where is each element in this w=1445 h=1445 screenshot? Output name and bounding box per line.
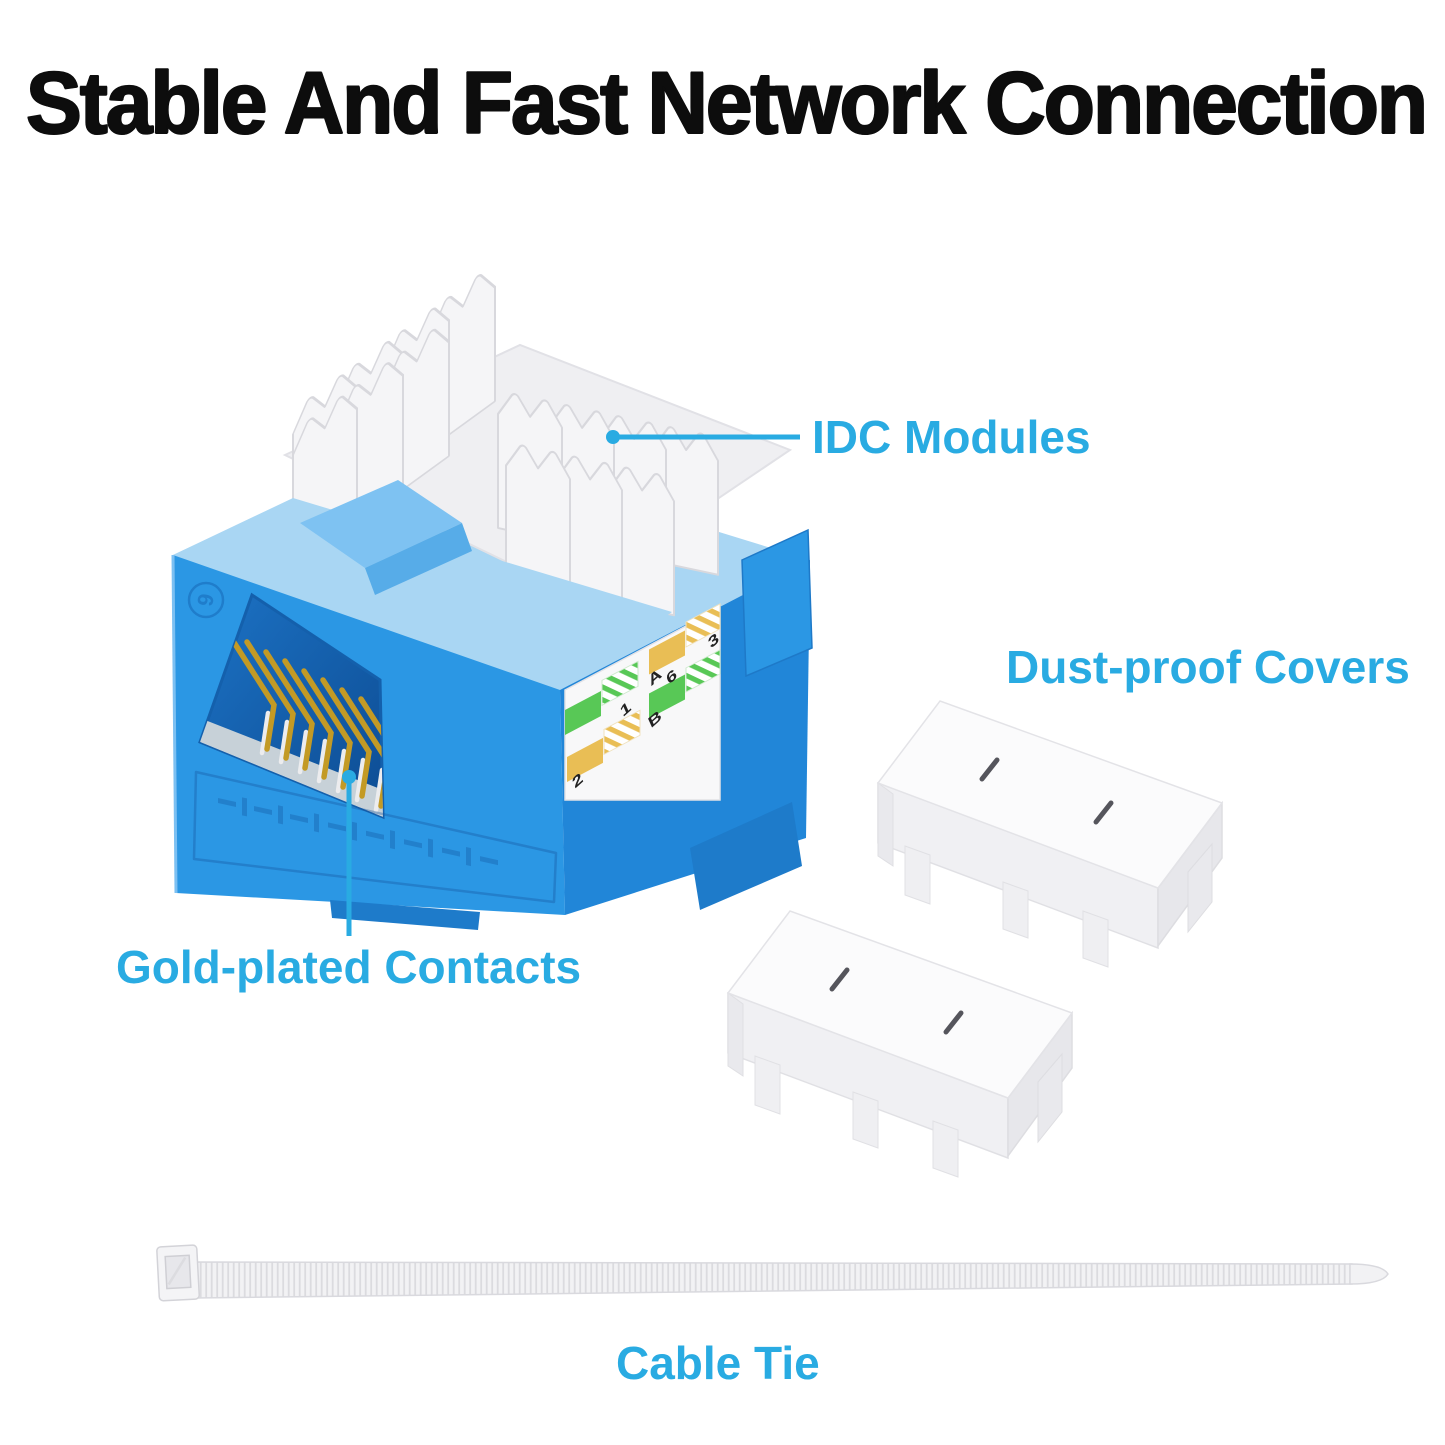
- cable-tie-illustration: [156, 1244, 1389, 1302]
- rj45-port: [198, 592, 385, 820]
- callout-gold-contacts-line: [342, 770, 356, 936]
- jack-top-tab: [300, 480, 462, 568]
- label-cable-tie: Cable Tie: [616, 1337, 820, 1389]
- svg-text:6: 6: [192, 592, 219, 608]
- emboss-brand-band: [192, 770, 558, 904]
- label-gold-plated-contacts: Gold-plated Contacts: [116, 941, 582, 993]
- dust-cover-2: [728, 911, 1072, 1177]
- jack-bottom-foot: [330, 900, 480, 930]
- callout-dot-idc: [606, 430, 620, 444]
- cable-tie-strap: [195, 1261, 1353, 1299]
- callout-idc-modules-line: [606, 430, 800, 444]
- jack-top-band: [173, 498, 672, 698]
- label-idc-modules: IDC Modules: [812, 411, 1091, 463]
- page-title: Stable And Fast Network Connection: [25, 52, 1428, 153]
- cable-tie-tip: [1349, 1263, 1389, 1285]
- label-dust-proof-covers: Dust-proof Covers: [1006, 641, 1410, 693]
- keystone-jack-illustration: 6: [171, 262, 813, 930]
- dust-cover-1: [878, 701, 1222, 967]
- callout-dot-gold: [342, 770, 356, 784]
- gold-contacts: [200, 630, 383, 817]
- jack-bottom-fin: [690, 802, 802, 910]
- jack-side-clip: [741, 528, 813, 678]
- jack-top-tab-bevel: [365, 523, 472, 595]
- emboss-number: 6: [187, 581, 225, 619]
- wiring-label: 3 A 6 1 B 2: [564, 603, 721, 801]
- cable-tie-head: [156, 1244, 200, 1302]
- jack-edge-highlight: [171, 554, 178, 894]
